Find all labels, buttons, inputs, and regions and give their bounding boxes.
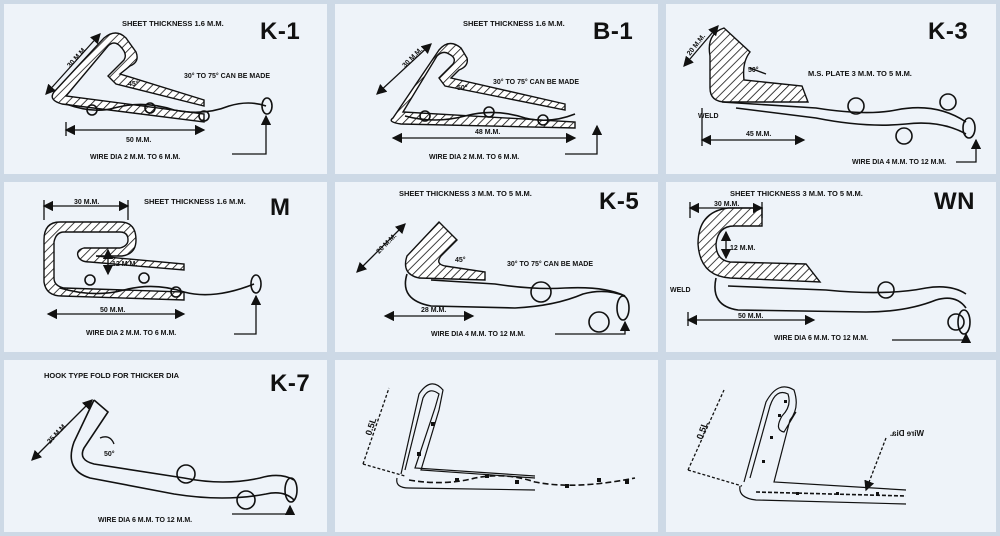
m-dim-gap: 12 M.M. xyxy=(112,261,137,268)
panel-9: 0.5L Wire Dia. xyxy=(666,360,996,532)
wn-sheet-label: SHEET THICKNESS 3 M.M. TO 5 M.M. xyxy=(730,189,863,198)
panel-k5: SHEET THICKNESS 3 M.M. TO 5 M.M. 20 M.M.… xyxy=(335,182,658,352)
wn-code: WN xyxy=(934,188,975,215)
wn-dim-top: 30 M.M. xyxy=(714,201,739,208)
m-dim-len: 50 M.M. xyxy=(100,307,125,314)
k3-wire-label: WIRE DIA 4 M.M. TO 12 M.M. xyxy=(852,159,946,166)
b1-sheet-fold xyxy=(390,42,576,129)
k7-wire-label: WIRE DIA 6 M.M. TO 12 M.M. xyxy=(98,517,192,524)
k1-range: 30° TO 75° CAN BE MADE xyxy=(184,72,270,80)
wn-weld: WELD xyxy=(670,287,691,294)
k3-dim-len: 45 M.M. xyxy=(746,131,771,138)
panel-m: SHEET THICKNESS 1.6 M.M. 30 M.M. 12 M.M.… xyxy=(4,182,327,352)
k3-code: K-3 xyxy=(928,18,969,45)
m-dim-top: 30 M.M. xyxy=(74,199,99,206)
b1-dim-slant: 30 M.M. xyxy=(401,47,424,70)
k1-wire xyxy=(65,102,267,114)
m-wire xyxy=(59,283,255,296)
k1-angle: 45° xyxy=(128,80,139,88)
wn-plate xyxy=(697,207,822,283)
k5-code: K-5 xyxy=(599,188,640,215)
k1-sheet-label: SHEET THICKNESS 1.6 M.M. xyxy=(122,19,224,28)
m-sheet-label: SHEET THICKNESS 1.6 M.M. xyxy=(144,197,246,206)
k7-hook xyxy=(81,399,295,483)
panel-wn: SHEET THICKNESS 3 M.M. TO 5 M.M. 30 M.M.… xyxy=(666,182,996,352)
panel-8: 0.5L xyxy=(335,360,658,532)
k5-dim-len: 28 M.M. xyxy=(421,307,446,314)
k7-code: K-7 xyxy=(270,370,311,397)
k3-weld: WELD xyxy=(698,113,719,120)
panel-k1: SHEET THICKNESS 1.6 M.M. 30 M.M. 45° 30°… xyxy=(4,4,327,174)
k7-title: HOOK TYPE FOLD FOR THICKER DIA xyxy=(44,371,180,380)
k1-code: K-1 xyxy=(260,18,301,45)
k5-angle: 45° xyxy=(455,256,466,264)
k3-angle: 50° xyxy=(748,66,759,74)
b1-dim-len: 48 M.M. xyxy=(475,129,500,136)
k7-angle: 50° xyxy=(104,450,115,458)
b1-wire-label: WIRE DIA 2 M.M. TO 6 M.M. xyxy=(429,154,519,161)
k5-range: 30° TO 75° CAN BE MADE xyxy=(507,260,593,268)
k5-wire-label: WIRE DIA 4 M.M. TO 12 M.M. xyxy=(431,331,525,338)
p8-fold xyxy=(396,383,536,491)
k3-dim-slant: 20 M.M. xyxy=(686,33,707,57)
m-code: M xyxy=(270,194,291,221)
b1-range: 30° TO 75° CAN BE MADE xyxy=(493,78,579,86)
panel-b1: SHEET THICKNESS 1.6 M.M. 30 M.M. 50° 30°… xyxy=(335,4,658,174)
panel-k7: HOOK TYPE FOLD FOR THICKER DIA 25 M.M. 5… xyxy=(4,360,327,532)
b1-code: B-1 xyxy=(593,18,634,45)
k1-dim-len: 50 M.M. xyxy=(126,137,151,144)
k1-sheet-fold xyxy=(51,32,205,123)
b1-sheet-label: SHEET THICKNESS 1.6 M.M. xyxy=(463,19,565,28)
p9-dim-slant: 0.5L xyxy=(694,420,710,441)
k5-dim-slant: 20 M.M. xyxy=(375,233,398,256)
k5-wire xyxy=(404,273,626,309)
b1-angle: 50° xyxy=(457,84,468,92)
b1-wire xyxy=(404,111,576,122)
p9-note: Wire Dia. xyxy=(890,429,924,438)
wn-dim-len: 50 M.M. xyxy=(738,313,763,320)
wn-wire-label: WIRE DIA 6 M.M. TO 12 M.M. xyxy=(774,335,868,342)
k5-sheet-label: SHEET THICKNESS 3 M.M. TO 5 M.M. xyxy=(399,189,532,198)
k3-plate-label: M.S. PLATE 3 M.M. TO 5 M.M. xyxy=(808,69,912,78)
k1-wire-label: WIRE DIA 2 M.M. TO 6 M.M. xyxy=(90,154,180,161)
k5-plate xyxy=(404,220,486,281)
wn-dim-gap: 12 M.M. xyxy=(730,245,755,252)
p9-fold xyxy=(739,386,907,505)
wn-wire xyxy=(714,277,967,313)
m-sheet-fold xyxy=(43,221,185,301)
m-wire-label: WIRE DIA 2 M.M. TO 6 M.M. xyxy=(86,330,176,337)
k3-wire xyxy=(721,101,967,123)
k7-dim-slant: 25 M.M. xyxy=(46,422,68,445)
k3-plate xyxy=(708,27,810,103)
panel-k3: 20 M.M. 50° M.S. PLATE 3 M.M. TO 5 M.M. … xyxy=(666,4,996,174)
